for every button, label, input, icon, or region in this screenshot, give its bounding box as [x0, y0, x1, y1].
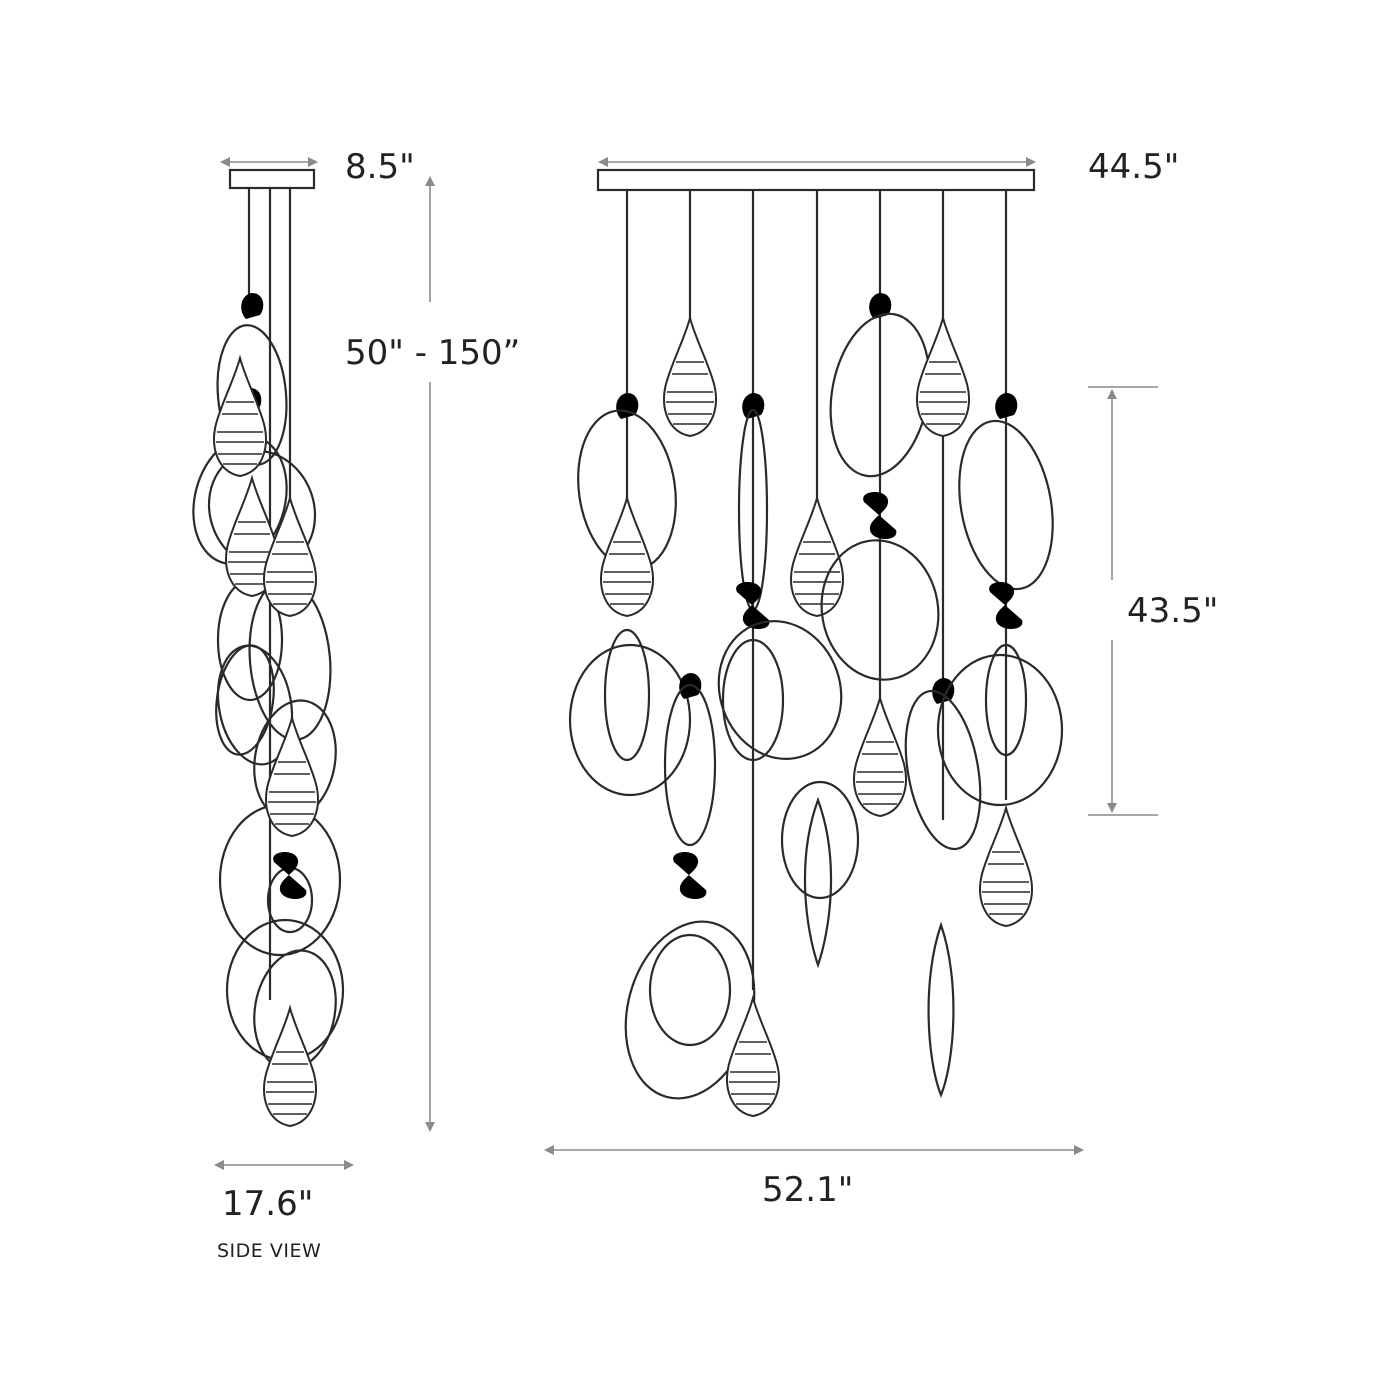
- front-view-fixture: [568, 168, 1064, 1117]
- cluster-height-arrow: [1088, 386, 1158, 816]
- front-canopy-width-arrow: [598, 157, 1036, 167]
- overall-height-label: 50" - 150”: [345, 333, 521, 373]
- front-width-label: 52.1": [762, 1170, 854, 1210]
- side-canopy-width-arrow: [220, 157, 318, 167]
- side-view-caption: SIDE VIEW: [217, 1240, 322, 1262]
- side-width-arrow: [214, 1160, 354, 1170]
- side-canopy-width-label: 8.5": [345, 147, 415, 187]
- front-width-arrow: [544, 1145, 1084, 1155]
- side-width-label: 17.6": [222, 1184, 314, 1224]
- side-view-fixture: [192, 168, 345, 1127]
- overall-height-arrow: [425, 176, 435, 1132]
- front-canopy-width-label: 44.5": [1088, 147, 1180, 187]
- cluster-height-label: 43.5": [1127, 591, 1219, 631]
